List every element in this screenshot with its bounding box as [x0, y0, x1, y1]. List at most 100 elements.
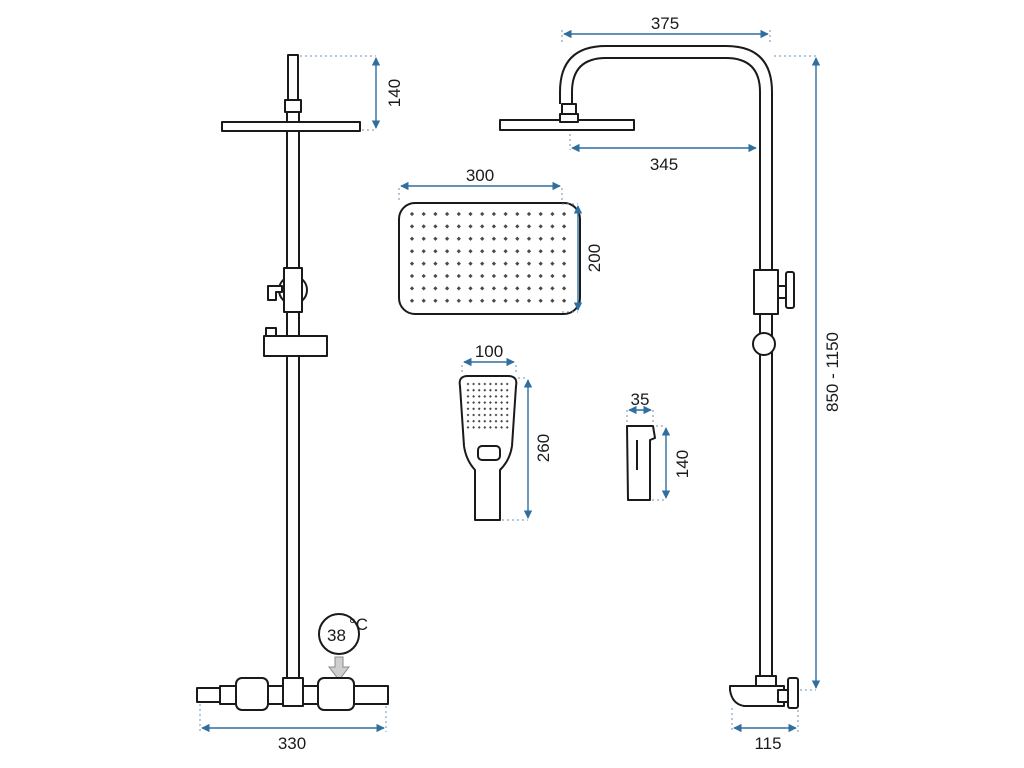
nozzle: [503, 298, 508, 303]
dim-head-width: 300: [466, 166, 494, 185]
side-dimensions: 375 345 850 - 1150 115: [561, 14, 842, 753]
dim-front-top-height: 140: [385, 79, 404, 107]
nozzle: [515, 224, 520, 229]
nozzle: [444, 236, 450, 241]
nozzle: [466, 388, 470, 392]
nozzle: [456, 249, 461, 254]
nozzle: [456, 273, 461, 279]
nozzle: [505, 407, 509, 411]
nozzle: [538, 298, 543, 303]
nozzle: [515, 249, 520, 254]
nozzle: [409, 261, 415, 266]
nozzle: [505, 394, 509, 398]
nozzle: [503, 273, 508, 279]
temperature-display: 38 °C: [318, 613, 368, 655]
nozzle: [515, 286, 520, 291]
nozzle: [433, 236, 438, 241]
nozzle: [409, 211, 415, 217]
nozzle: [472, 413, 476, 417]
dim-side-arm-length: 345: [650, 155, 678, 174]
nozzle: [538, 273, 543, 279]
side-shower-arm: [571, 57, 761, 676]
nozzle: [503, 224, 508, 229]
nozzle: [494, 407, 498, 411]
nozzle: [472, 382, 476, 386]
nozzle: [483, 401, 487, 405]
dim-side-top-width: 375: [651, 14, 679, 33]
side-view: [499, 45, 799, 709]
nozzle: [477, 419, 481, 423]
nozzle: [491, 298, 497, 303]
nozzle: [433, 261, 438, 266]
nozzle: [503, 286, 508, 291]
nozzle: [500, 382, 504, 386]
nozzle: [477, 401, 481, 405]
dim-hand-width: 100: [475, 342, 503, 361]
holder-dimensions: 35 140: [626, 390, 692, 501]
nozzle: [503, 249, 508, 254]
nozzle: [491, 249, 497, 254]
nozzle: [421, 298, 426, 303]
nozzle: [421, 286, 426, 291]
nozzle: [561, 298, 567, 303]
nozzle: [466, 407, 470, 411]
nozzle: [550, 211, 555, 217]
nozzle: [491, 286, 497, 291]
nozzle: [456, 286, 461, 291]
nozzle: [550, 261, 555, 266]
nozzle: [456, 236, 461, 241]
nozzle: [480, 286, 485, 291]
front-view: 38 °C: [196, 54, 389, 711]
nozzle: [466, 382, 470, 386]
nozzle: [561, 261, 567, 266]
nozzle: [494, 419, 498, 423]
front-riser-pipe: [286, 130, 300, 680]
nozzle: [480, 236, 485, 241]
nozzle: [468, 249, 473, 254]
front-slider: [263, 327, 328, 357]
nozzle: [466, 401, 470, 405]
nozzle: [526, 249, 532, 254]
side-slider: [752, 332, 776, 356]
side-mixer: [729, 675, 799, 709]
nozzle: [444, 224, 450, 229]
nozzle: [444, 286, 450, 291]
nozzle: [494, 394, 498, 398]
nozzle: [500, 413, 504, 417]
nozzle: [526, 224, 532, 229]
nozzle: [468, 211, 473, 217]
nozzle: [515, 211, 520, 217]
nozzle: [472, 394, 476, 398]
nozzle: [550, 236, 555, 241]
nozzle: [500, 407, 504, 411]
nozzle: [421, 211, 426, 217]
nozzle: [433, 224, 438, 229]
nozzle: [500, 394, 504, 398]
nozzle: [409, 298, 415, 303]
nozzle: [468, 286, 473, 291]
nozzle: [515, 298, 520, 303]
hand-nozzle-grid: [466, 382, 509, 429]
rain-shower-head-plan: [398, 202, 581, 315]
nozzle: [494, 388, 498, 392]
nozzle: [468, 224, 473, 229]
nozzle: [433, 273, 438, 279]
nozzle: [550, 298, 555, 303]
nozzle: [538, 261, 543, 266]
nozzle: [433, 211, 438, 217]
nozzle: [500, 425, 504, 429]
nozzle: [409, 286, 415, 291]
nozzle: [421, 224, 426, 229]
nozzle: [491, 273, 497, 279]
temperature-value: 38: [327, 626, 346, 645]
nozzle: [472, 407, 476, 411]
nozzle: [494, 413, 498, 417]
nozzle: [483, 419, 487, 423]
nozzle: [466, 419, 470, 423]
nozzle: [477, 425, 481, 429]
nozzle: [488, 401, 492, 405]
nozzle: [488, 413, 492, 417]
nozzle: [488, 382, 492, 386]
hand-shower: [458, 375, 518, 521]
front-shower-head: [221, 121, 361, 132]
